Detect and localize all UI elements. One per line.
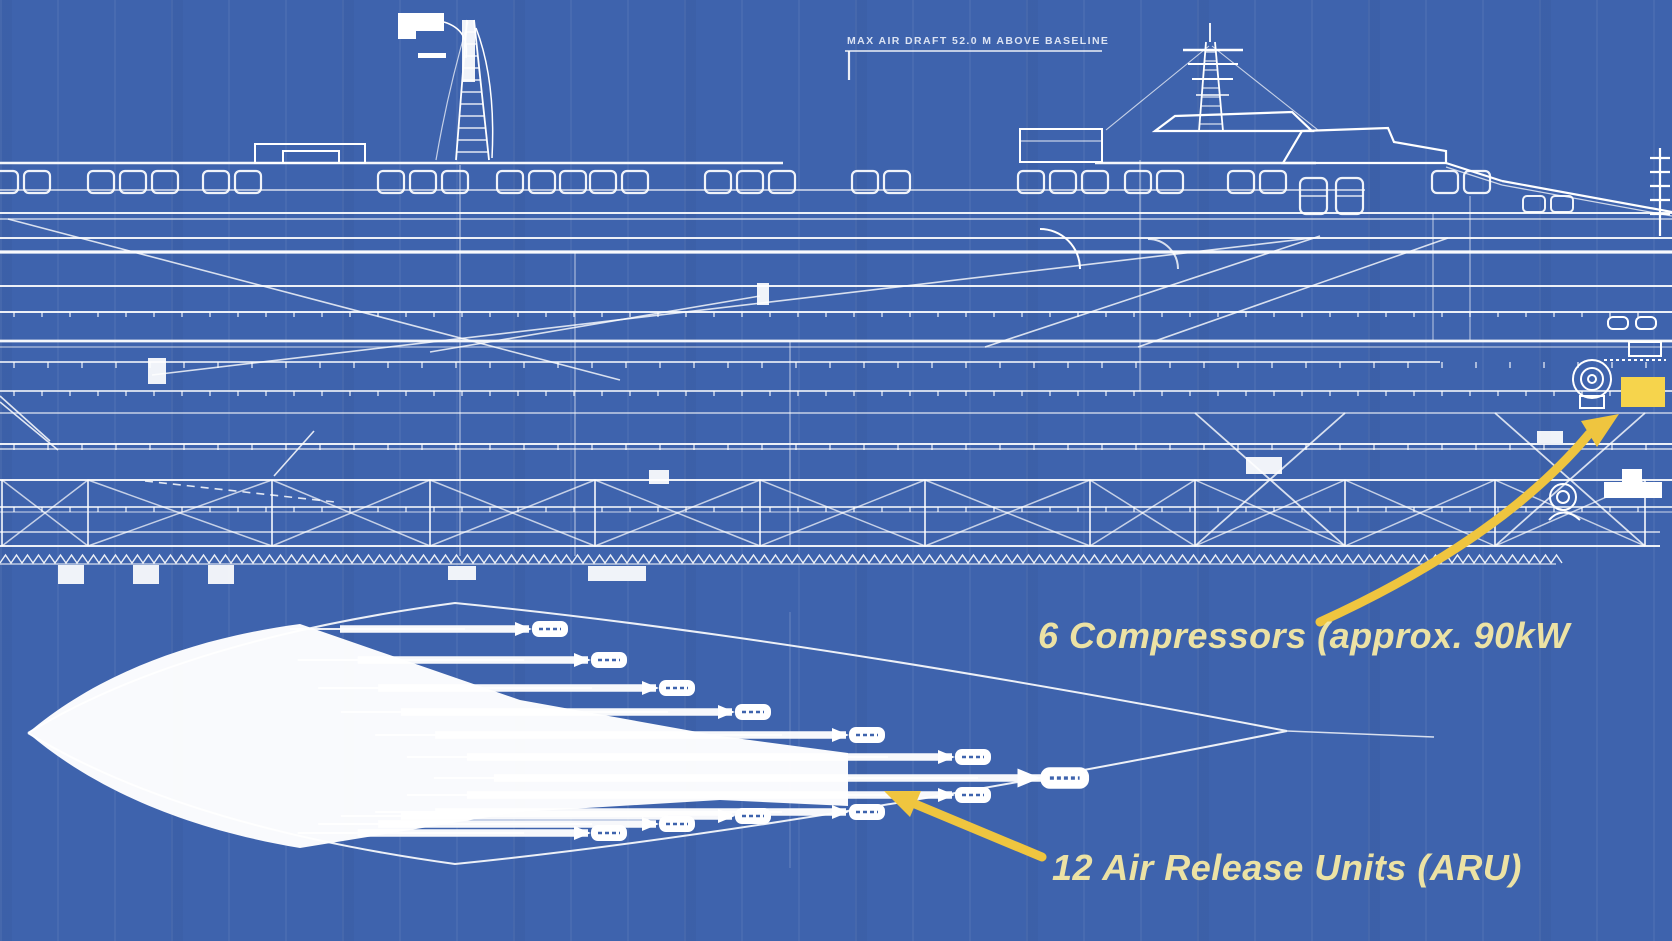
- davit-arcs: [1039, 228, 1179, 270]
- anchor-detail: [1548, 483, 1581, 521]
- max-air-draft-note: MAX AIR DRAFT 52.0 M ABOVE BASELINE: [845, 35, 1109, 80]
- fore-mast-rungs: [456, 31, 489, 153]
- aru-marker: [832, 727, 885, 743]
- aru-marker: [718, 704, 771, 720]
- winch-detail: [1572, 359, 1612, 409]
- deck-fittings: [58, 283, 1563, 584]
- funnel: [1019, 128, 1103, 163]
- aru-marker: [574, 652, 627, 668]
- aru-marker: [832, 804, 885, 820]
- aru-arrowhead-icon: [884, 791, 921, 817]
- aru-tail-line: [1286, 730, 1435, 738]
- compressor-label: 6 Compressors (approx. 90kW: [1038, 615, 1572, 656]
- hull-truss: [1, 412, 1646, 547]
- compressor-highlight-box: [1621, 377, 1665, 407]
- compressor-arrow: [1315, 429, 1594, 627]
- deck-tick-marks: [13, 312, 1647, 512]
- aru-marker: [574, 825, 627, 841]
- deckhouse: [254, 143, 366, 164]
- aru-arrow: [910, 799, 1047, 862]
- aru-marker: [938, 749, 991, 765]
- hull-bow-fill: [28, 624, 848, 848]
- aru-marker: [515, 621, 568, 637]
- bridge: [1151, 110, 1672, 217]
- aru-label: 12 Air Release Units (ARU): [1052, 847, 1522, 888]
- ruler-sawtooth: [0, 553, 1563, 565]
- aru-marker: [938, 787, 991, 803]
- aru-marker: [718, 808, 771, 824]
- aru-callout: 12 Air Release Units (ARU): [884, 791, 1522, 888]
- aru-marker: [1017, 767, 1090, 789]
- aru-markers: [515, 621, 1090, 841]
- stern-edge: [0, 395, 336, 503]
- max-air-draft-text: MAX AIR DRAFT 52.0 M ABOVE BASELINE: [847, 35, 1109, 47]
- rigging-diagonals: [7, 218, 1449, 381]
- t-block: [1604, 469, 1662, 498]
- bow-mast: [1650, 148, 1670, 236]
- mast-flag-block: [398, 13, 444, 39]
- compressor-arrowhead-icon: [1581, 414, 1619, 447]
- aru-marker: [642, 816, 695, 832]
- deck-lines: [0, 161, 1672, 547]
- window-band: [0, 169, 1574, 216]
- section-lines: [459, 160, 1471, 556]
- aru-marker: [642, 680, 695, 696]
- ship-side-profile: [0, 13, 1672, 584]
- main-mast-rungs: [1199, 51, 1223, 125]
- compressor-house: [1604, 316, 1666, 498]
- fore-mast: [398, 13, 494, 161]
- compressor-callout: 6 Compressors (approx. 90kW: [1038, 414, 1619, 656]
- hull-bottom-view: [27, 601, 1435, 868]
